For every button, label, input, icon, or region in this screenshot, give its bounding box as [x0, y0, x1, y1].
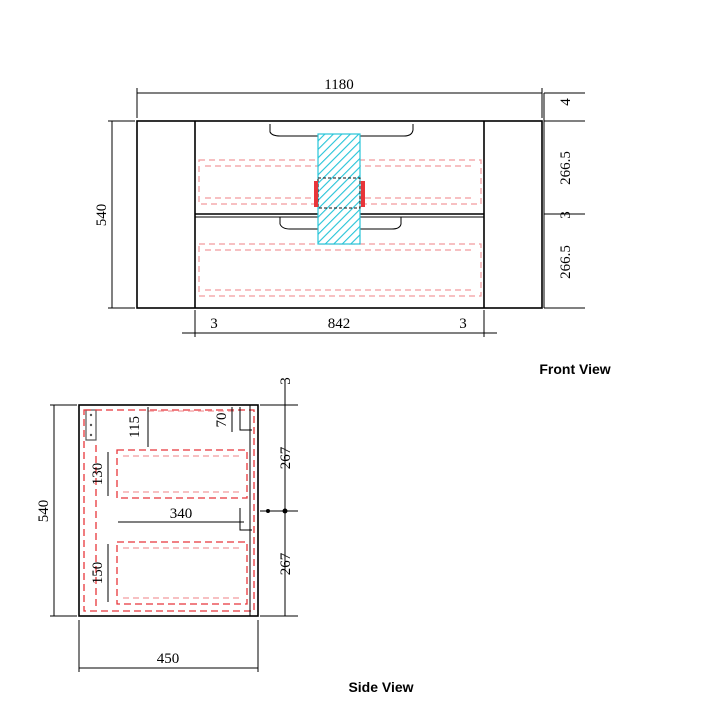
dim-front-lower-drawer: 266.5 — [558, 245, 574, 279]
side-inner-hidden — [83, 409, 255, 612]
front-cabinet-outline — [136, 120, 543, 309]
dim-side-depth: 450 — [157, 651, 180, 667]
dim-side-mid-dot — [282, 508, 288, 514]
wall-rail-hole-2 — [89, 423, 93, 427]
side-upper-drawer-hidden — [116, 449, 248, 499]
side-cabinet-outline — [78, 404, 259, 617]
wall-rail-hole-1 — [89, 413, 93, 417]
wall-rail-hole-3 — [89, 433, 93, 437]
dim-side-overall-height: 540 — [36, 500, 52, 523]
side-handle-upper — [239, 407, 252, 431]
dim-side-top-gap: 3 — [278, 377, 294, 385]
side-lower-drawer-hidden — [116, 541, 248, 605]
dim-overall-width: 1180 — [324, 77, 353, 93]
dim-side-inset-70: 70 — [214, 413, 230, 428]
side-handle-lower — [239, 508, 252, 531]
front-view: 1180 540 4 266.5 3 266.5 3 842 3 Front V… — [94, 77, 611, 377]
dim-side-inset-115: 115 — [127, 416, 143, 438]
dim-side-mid-dot-2 — [266, 509, 270, 513]
plumbing-trap-hidden — [317, 177, 361, 209]
trap-marker-left — [314, 181, 318, 207]
trap-marker-right — [361, 181, 365, 207]
dim-side-drawer-depth: 340 — [170, 506, 193, 522]
dim-front-right-margin: 3 — [459, 316, 467, 332]
dim-front-top-gap: 4 — [558, 98, 574, 106]
side-view-label: Side View — [348, 679, 413, 695]
dim-front-left-margin: 3 — [210, 316, 218, 332]
dim-side-upper-drawer: 267 — [278, 446, 294, 469]
side-view: 115 70 130 340 150 540 3 267 267 450 — [36, 377, 414, 695]
dim-side-lower-drawer: 267 — [278, 552, 294, 575]
plumbing-cutout — [317, 133, 361, 245]
dim-side-upper-inner: 130 — [90, 463, 106, 486]
dim-side-lower-inner: 150 — [90, 562, 106, 585]
dim-front-mid-gap: 3 — [558, 211, 574, 219]
dim-front-upper-drawer: 266.5 — [558, 151, 574, 185]
dim-overall-height: 540 — [94, 204, 110, 227]
dim-front-inner-width: 842 — [328, 316, 351, 332]
front-view-label: Front View — [539, 361, 610, 377]
front-lower-drawer-hidden — [198, 243, 482, 297]
